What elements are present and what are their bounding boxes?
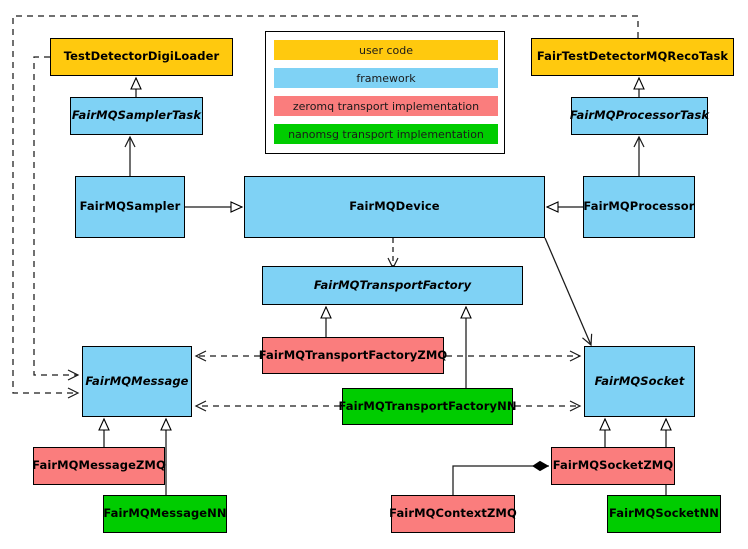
node-fairmqsocketzmq[interactable]: FairMQSocketZMQ	[551, 447, 675, 485]
node-fairmqmessagenn[interactable]: FairMQMessageNN	[103, 495, 227, 533]
legend-item-zeromq: zeromq transport implementation	[274, 96, 498, 116]
node-fairmqsampler[interactable]: FairMQSampler	[75, 176, 185, 238]
node-testdetectordigiloader[interactable]: TestDetectorDigiLoader	[50, 38, 233, 76]
legend-item-nanomsg: nanomsg transport implementation	[274, 124, 498, 144]
node-fairmqprocessor[interactable]: FairMQProcessor	[583, 176, 695, 238]
node-fairtestdetectormqrecotask[interactable]: FairTestDetectorMQRecoTask	[531, 38, 734, 76]
node-fairmqcontextzmq[interactable]: FairMQContextZMQ	[389, 495, 517, 533]
legend-item-user-code: user code	[274, 40, 498, 60]
node-fairmqprocessortask[interactable]: FairMQProcessorTask	[570, 97, 709, 135]
node-fairmqtransportfactoryzmq[interactable]: FairMQTransportFactoryZMQ	[259, 337, 447, 374]
node-fairmqtransportfactory[interactable]: FairMQTransportFactory	[262, 266, 523, 305]
node-fairmqtransportfactorynn[interactable]: FairMQTransportFactoryNN	[338, 388, 516, 425]
legend-item-framework: framework	[274, 68, 498, 88]
node-fairmqmessagezmq[interactable]: FairMQMessageZMQ	[32, 447, 166, 485]
legend-panel: user code framework zeromq transport imp…	[265, 31, 505, 154]
node-fairmqsocket[interactable]: FairMQSocket	[584, 346, 695, 417]
node-fairmqdevice[interactable]: FairMQDevice	[244, 176, 545, 238]
edge-device-to-socket	[544, 237, 593, 347]
node-fairmqsocketnn[interactable]: FairMQSocketNN	[607, 495, 721, 533]
node-fairmqmessage[interactable]: FairMQMessage	[82, 346, 192, 417]
edge-contextzmq-to-socketzmq	[452, 460, 550, 495]
node-fairmqsamplertask[interactable]: FairMQSamplerTask	[70, 97, 203, 135]
